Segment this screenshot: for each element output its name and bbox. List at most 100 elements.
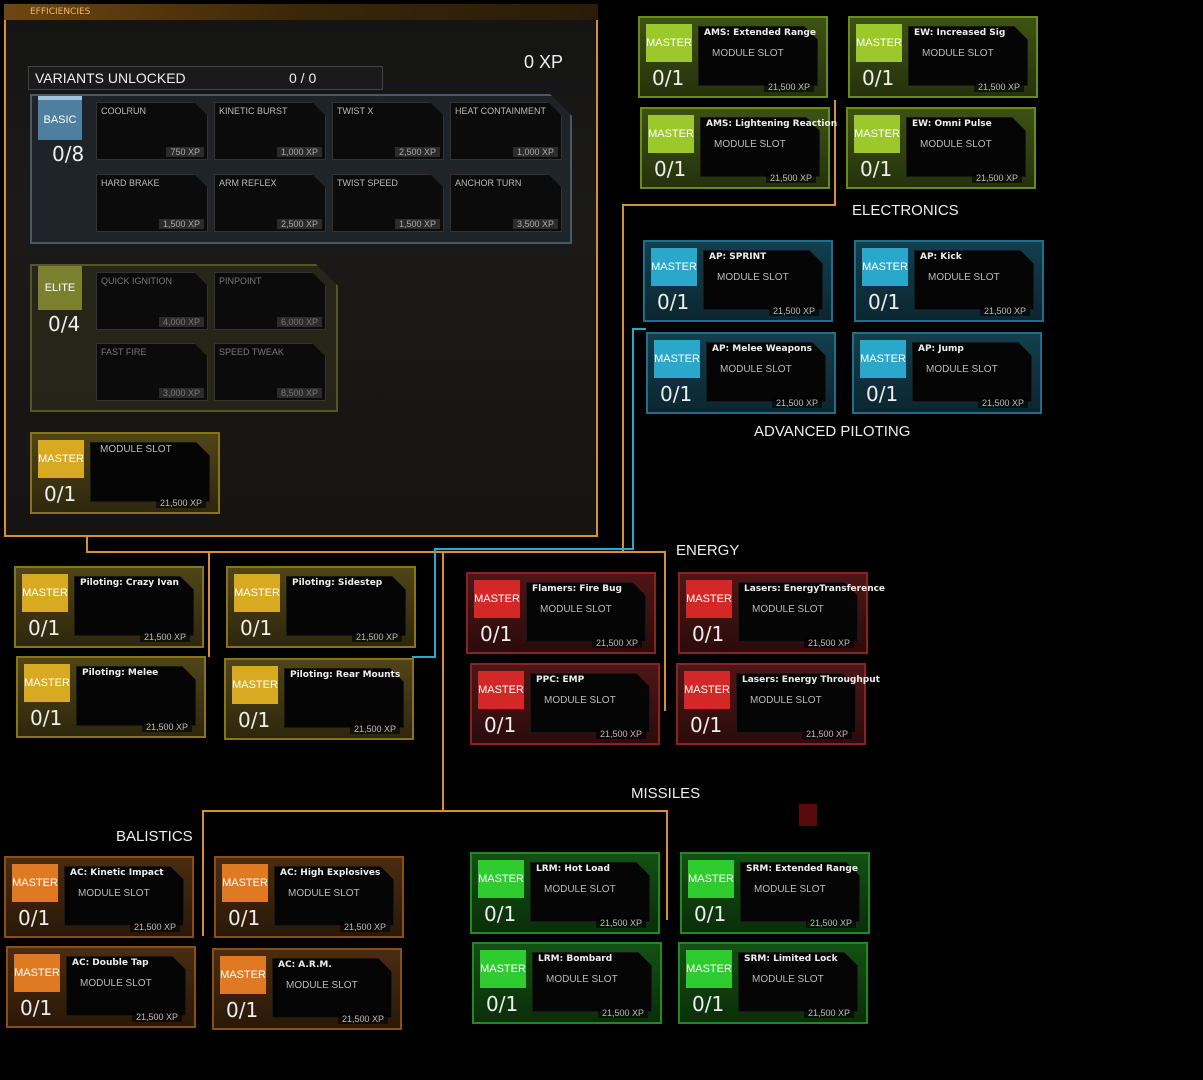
master-badge: MASTER xyxy=(856,24,902,62)
efficiency-xp: 4,000 XP xyxy=(159,317,204,327)
efficiency-master-card[interactable]: MASTER 0/1 MODULE SLOT 21,500 XP xyxy=(30,432,220,514)
efficiencies-tab[interactable]: EFFICIENCIES xyxy=(4,4,598,20)
card-count: 0/1 xyxy=(694,902,727,926)
card-xp: 21,500 XP xyxy=(977,398,1028,408)
card-xp: 21,500 XP xyxy=(141,722,192,732)
card-title: AMS: Lightening Reaction xyxy=(706,119,838,129)
card-xp: 21,500 XP xyxy=(591,638,642,648)
card-slot-label: MODULE SLOT xyxy=(714,139,786,150)
card-title: PPC: EMP xyxy=(536,675,585,685)
card-xp: 21,500 XP xyxy=(768,306,819,316)
card-xp: 21,500 XP xyxy=(131,1012,182,1022)
card-slot-label: MODULE SLOT xyxy=(286,980,358,991)
efficiency-xp: 750 XP xyxy=(166,147,204,157)
card-xp: 21,500 XP xyxy=(597,1008,648,1018)
card-xp: 21,500 XP xyxy=(971,173,1022,183)
card-slot-area xyxy=(286,576,406,636)
card-slot-area xyxy=(526,582,646,642)
efficiency-xp: 8,500 XP xyxy=(277,388,322,398)
card-title: AC: Double Tap xyxy=(72,958,149,968)
card-xp: 21,500 XP xyxy=(351,632,402,642)
connector-line xyxy=(86,551,666,553)
card-count: 0/1 xyxy=(18,906,51,930)
connector-line xyxy=(202,810,668,812)
card-slot-area xyxy=(64,866,184,926)
card-slot-label: MODULE SLOT xyxy=(546,974,618,985)
elite-badge: ELITE xyxy=(38,266,82,310)
card-slot-label: MODULE SLOT xyxy=(922,48,994,59)
card-count: 0/1 xyxy=(480,622,513,646)
card-slot-label: MODULE SLOT xyxy=(754,884,826,895)
card-xp: 21,500 XP xyxy=(979,306,1030,316)
card-xp: 21,500 XP xyxy=(763,82,814,92)
card-title: AP: Melee Weapons xyxy=(712,344,812,354)
connector-line xyxy=(664,551,666,711)
card-count: 0/1 xyxy=(652,66,685,90)
card-count: 0/1 xyxy=(660,382,693,406)
card-count: 0/1 xyxy=(860,157,893,181)
efficiency-name: FAST FIRE xyxy=(101,347,147,357)
efficiency-xp: 1,000 XP xyxy=(277,147,322,157)
card-slot-label: MODULE SLOT xyxy=(544,695,616,706)
card-slot-area xyxy=(700,117,820,177)
card-slot-area xyxy=(66,956,186,1016)
connector-line-blue xyxy=(434,548,634,550)
master-badge: MASTER xyxy=(478,860,524,898)
card-xp: 21,500 XP xyxy=(771,398,822,408)
master-badge: MASTER xyxy=(232,666,278,704)
card-title: AC: A.R.M. xyxy=(278,960,332,970)
master-badge: MASTER xyxy=(688,860,734,898)
card-slot-label: MODULE SLOT xyxy=(78,888,150,899)
red-marker xyxy=(799,804,817,826)
card-slot-area xyxy=(703,250,823,310)
section-label-energy: ENERGY xyxy=(676,542,740,559)
master-badge: MASTER xyxy=(480,950,526,988)
master-badge: MASTER xyxy=(862,248,908,286)
card-slot-area xyxy=(532,952,652,1012)
basic-count: 0/8 xyxy=(52,142,85,166)
card-count: 0/1 xyxy=(30,706,63,730)
master-badge: MASTER xyxy=(24,664,70,702)
master-badge: MASTER xyxy=(38,440,84,478)
variants-unlocked-bar: VARIANTS UNLOCKED 0 / 0 xyxy=(28,66,383,90)
efficiency-xp: 1,000 XP xyxy=(513,147,558,157)
card-title: AP: SPRINT xyxy=(709,252,767,262)
master-badge: MASTER xyxy=(686,580,732,618)
